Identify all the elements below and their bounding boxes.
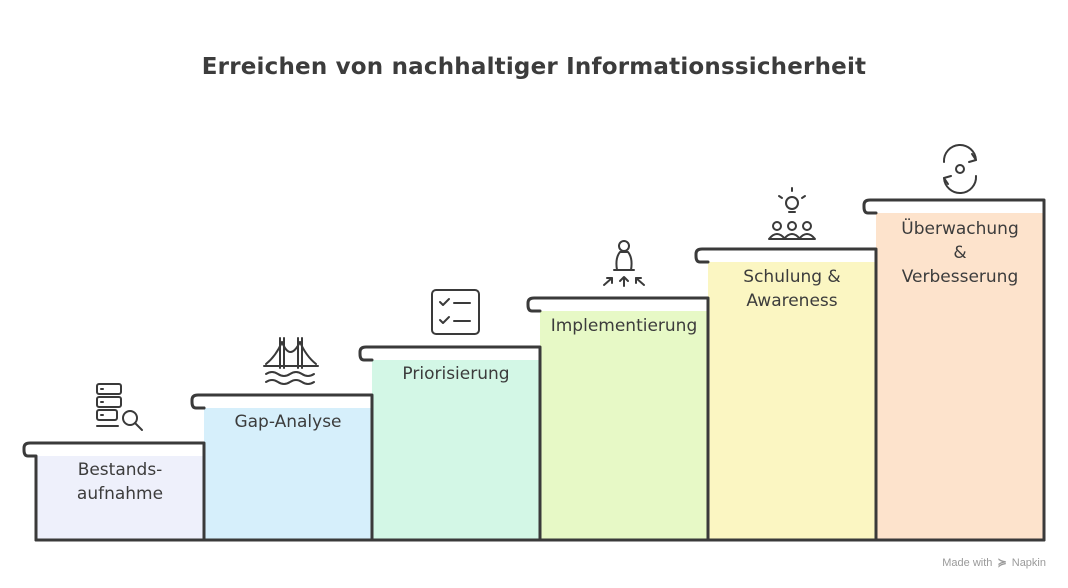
cycle-eye-icon <box>942 144 978 194</box>
step-label-implementierung: Implementierung <box>550 316 698 336</box>
step-3-fill <box>372 360 540 540</box>
server-search-icon <box>96 383 143 431</box>
checklist-icon <box>431 289 480 335</box>
step-label-priorisierung: Priorisierung <box>402 364 510 384</box>
bridge-icon <box>263 337 319 385</box>
brand-name: Napkin <box>1011 557 1046 569</box>
diagram-title: Erreichen von nachhaltiger Informationss… <box>201 54 867 80</box>
step-4-fill <box>540 311 708 540</box>
step-label-bestandsaufnahme: Bestands- aufnahme <box>76 460 164 504</box>
chess-pawn-icon <box>603 240 645 287</box>
brand-prefix: Made with <box>942 557 993 569</box>
step-label-gap-analyse: Gap-Analyse <box>234 412 342 432</box>
step-1-fill <box>36 456 204 540</box>
step-label-ueberwachung: Überwachung & Verbesserung <box>901 219 1019 287</box>
step-2-fill <box>204 408 372 540</box>
step-5-fill <box>708 262 876 540</box>
brand-watermark: Made with ≽ Napkin <box>942 556 1046 569</box>
step-6-fill <box>876 213 1044 540</box>
lightbulb-team-icon <box>768 187 816 240</box>
napkin-logo-icon: ≽ <box>997 557 1007 569</box>
step-label-schulung: Schulung & Awareness <box>743 267 841 311</box>
